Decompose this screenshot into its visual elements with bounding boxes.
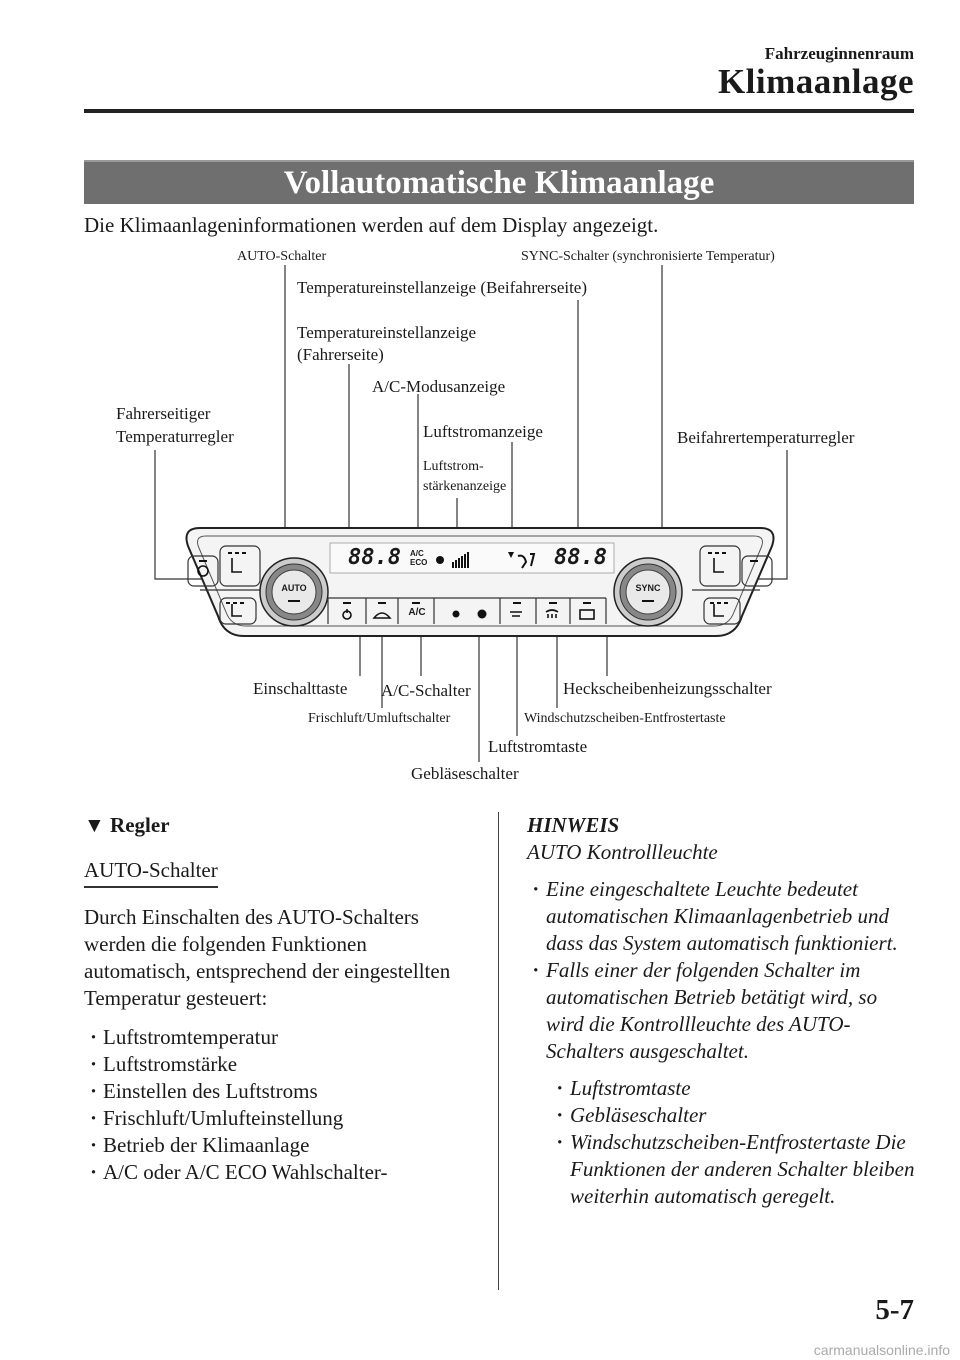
auto-button[interactable]: AUTO (281, 583, 307, 593)
label-power: Einschalttaste (253, 679, 348, 698)
passenger-temp-knob (613, 557, 683, 627)
list-item: Einstellen des Luftstroms (84, 1078, 474, 1105)
label-sync-switch: SYNC-Schalter (synchronisierte Temperatu… (521, 249, 775, 264)
label-blower: Gebläseschalter (411, 764, 519, 783)
label-ac-mode: A/C-Modusanzeige (372, 377, 506, 396)
label-recirc: Frischluft/Umluftschalter (308, 711, 451, 726)
label-temp-driver-2: (Fahrerseite) (297, 345, 384, 364)
list-item: Luftstromtaste (551, 1075, 917, 1102)
list-item: Betrieb der Klimaanlage (84, 1132, 474, 1159)
hinweis-title: HINWEIS (527, 813, 620, 837)
sync-button[interactable]: SYNC (635, 583, 661, 593)
right-column: HINWEIS AUTO Kontrollleuchte Eine einges… (527, 812, 917, 1210)
auto-functions-list: Luftstromtemperatur Luftstromstärke Eins… (84, 1024, 474, 1186)
label-airflow-indicator: Luftstromanzeige (423, 422, 543, 441)
label-driver-dial-1: Fahrerseitiger (116, 404, 211, 423)
label-temp-passenger: Temperatureinstellanzeige (Beifahrerseit… (297, 278, 588, 297)
top-rule (84, 109, 914, 113)
list-item: Luftstromstärke (84, 1051, 474, 1078)
list-item: Frischluft/Umlufteinstellung (84, 1105, 474, 1132)
hinweis-sublist: Luftstromtaste Gebläseschalter Windschut… (551, 1075, 917, 1210)
driver-temp-knob (259, 557, 329, 627)
auto-switch-paragraph: Durch Einschalten des AUTO-Schalters wer… (84, 905, 451, 1010)
label-windshield: Windschutzscheiben-Entfrostertaste (524, 711, 726, 726)
label-fan-indicator-1: Luftstrom- (423, 459, 484, 474)
page-number: 5-7 (875, 1294, 914, 1326)
section-title: Klimaanlage (717, 62, 914, 101)
list-item: Falls einer der folgenden Schalter im au… (527, 957, 917, 1065)
subheading-auto-switch: AUTO-Schalter (84, 857, 218, 888)
display-driver-temp: 88.8 (348, 545, 401, 570)
control-panel (185, 527, 775, 637)
label-rear-defrost: Heckscheibenheizungsschalter (563, 679, 772, 698)
triangle-down-icon: ▼ (84, 813, 105, 837)
list-item: A/C oder A/C ECO Wahlschalter- (84, 1159, 474, 1186)
hinweis-subtitle: AUTO Kontrollleuchte (527, 840, 718, 864)
label-airflow-button: Luftstromtaste (488, 737, 588, 756)
display-passenger-temp: 88.8 (554, 545, 607, 570)
display-ac-mode-bottom: ECO (410, 558, 428, 567)
section-banner: Vollautomatische Klimaanlage (84, 160, 914, 204)
left-column: ▼ Regler AUTO-Schalter Durch Einschalten… (84, 812, 474, 1186)
label-auto-switch: AUTO-Schalter (237, 249, 327, 264)
heading-regler: ▼ Regler (84, 813, 170, 837)
list-item: Eine eingeschaltete Leuchte bedeutet aut… (527, 876, 917, 957)
label-ac-switch: A/C-Schalter (381, 681, 471, 700)
watermark: carmanualsonline.info (813, 1342, 950, 1358)
ac-button[interactable]: A/C (408, 607, 426, 618)
list-item: Luftstromtemperatur (84, 1024, 474, 1051)
intro-text: Die Klimaanlageninformationen werden auf… (84, 213, 659, 237)
label-passenger-dial: Beifahrertemperaturregler (677, 428, 855, 447)
column-divider (498, 812, 499, 1290)
list-item: Gebläseschalter (551, 1102, 917, 1129)
list-item: Windschutzscheiben-Entfrostertaste Die F… (551, 1129, 917, 1210)
climate-panel-diagram: 88.8 88.8 A/C ECO AUTO SYNC A/C AUTO-Sch… (116, 249, 855, 783)
label-fan-indicator-2: stärkenanzeige (423, 479, 507, 494)
display-ac-mode-top: A/C (410, 549, 424, 558)
label-temp-driver-1: Temperatureinstellanzeige (297, 323, 477, 342)
hinweis-list: Eine eingeschaltete Leuchte bedeutet aut… (527, 876, 917, 1065)
label-driver-dial-2: Temperaturregler (116, 427, 234, 446)
chapter-title: Fahrzeuginnenraum (764, 44, 914, 63)
